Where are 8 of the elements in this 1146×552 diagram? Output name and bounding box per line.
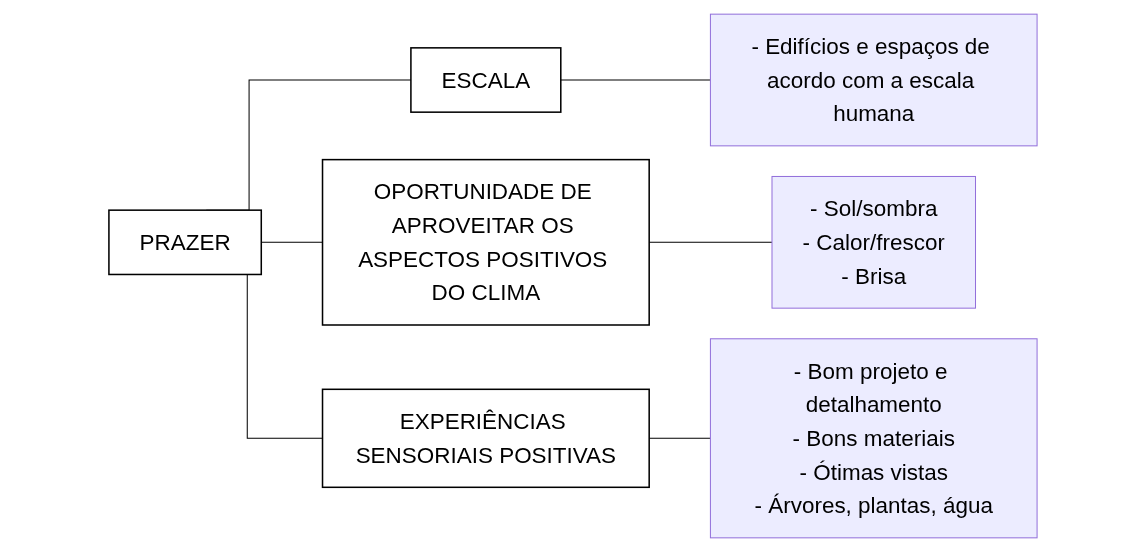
node-box: - Edifícios e espaços de acordo com a escala humana [709,13,1038,147]
node-box: PRAZER [108,209,263,276]
node-box: ESCALA [410,47,562,113]
node-box: OPORTUNIDADE DE APROVEITAR OS ASPECTOS POSITIVOS DO CLIMA [321,158,650,326]
node-box: - Bom projeto e detalhamento - Bons materiais - Ótimas vistas - Árvores, plantas, água [709,338,1038,539]
node-box: EXPERIÊNCIAS SENSORIAIS POSITIVAS [321,388,650,489]
node-box: - Sol/sombra - Calor/frescor - Brisa [771,175,976,309]
connector [560,79,711,81]
